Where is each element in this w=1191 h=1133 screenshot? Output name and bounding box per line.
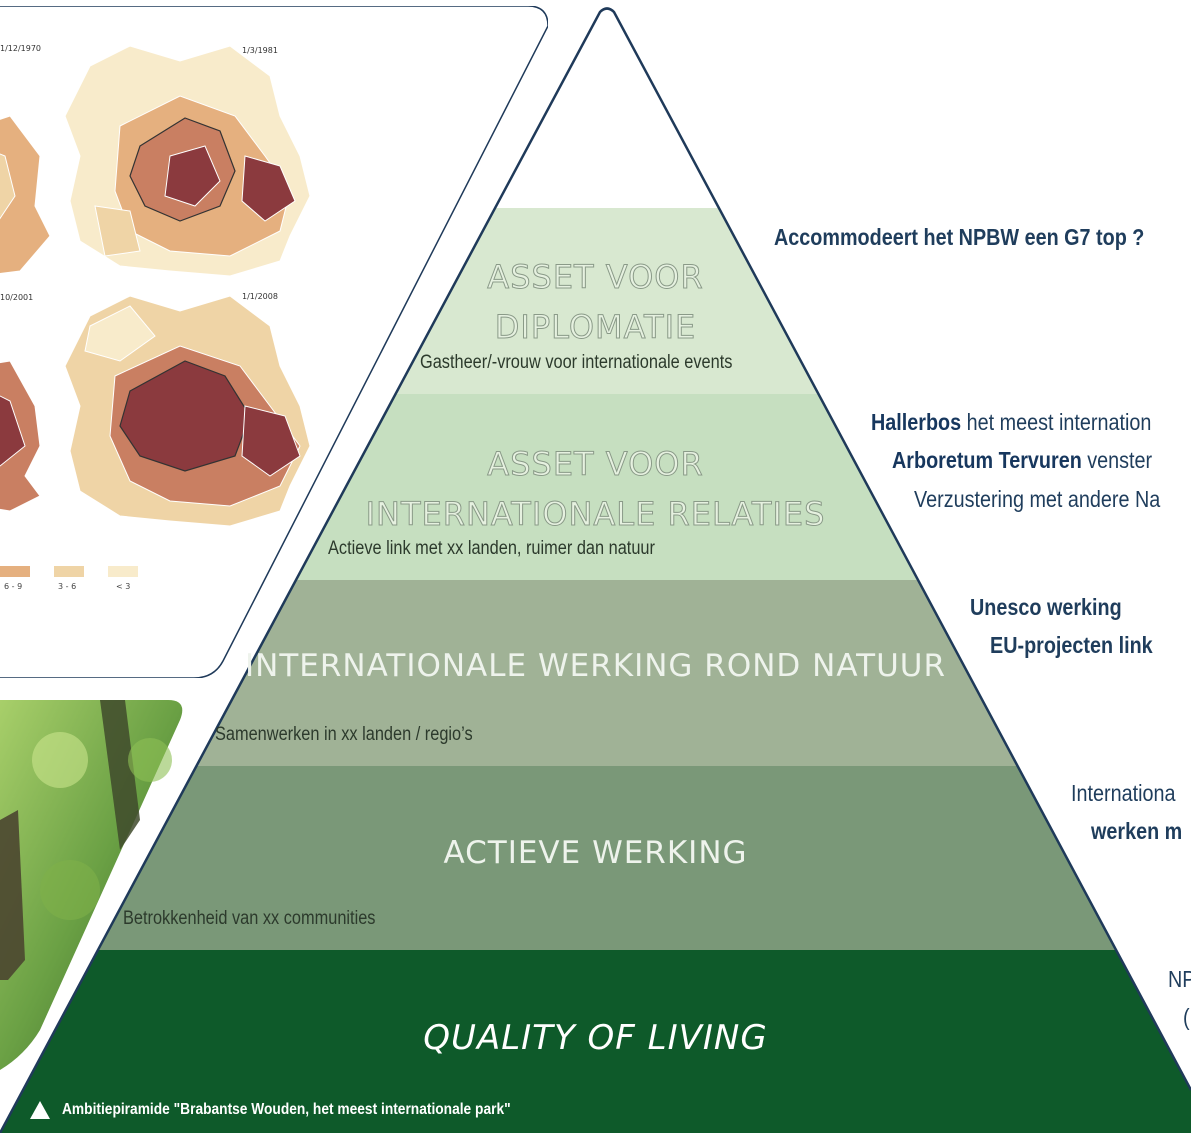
map-2008 [64,295,311,527]
side-text-np: NP [1168,966,1191,992]
side-text-arboretum: Arboretum Tervuren venster [892,447,1152,474]
legend-label-lt3: < 3 [116,582,131,591]
maps-panel-frame [0,6,548,678]
side-text-internationaal: Internationa [1071,780,1176,806]
forest-photo [0,700,183,1070]
side-text-hallerbos: Hallerbos het meest internation [871,409,1151,436]
legend-label-3-6: 3 - 6 [58,582,77,591]
map-date-2008: 1/1/2008 [242,292,278,301]
tier3-subtitle: Samenwerken in xx landen / regio’s [215,724,473,745]
map-date-2001: 10/2001 [0,293,34,302]
map-1970 [0,115,51,275]
tier1-title-line2: DIPLOMATIE [494,308,697,347]
tier2-subtitle: Actieve link met xx landen, ruimer dan n… [328,538,655,559]
tier2-title-line1: ASSET VOOR [487,445,704,484]
pyramid-apex [0,8,1191,208]
tier1-subtitle: Gastheer/-vrouw voor internationale even… [420,352,733,373]
tier1-title-line1: ASSET VOOR [487,258,704,297]
tier4-subtitle: Betrokkenheid van xx communities [123,908,376,929]
tier4-title: ACTIEVE WERKING [443,835,748,871]
maps-panel: 1/12/1970 1/3/1981 10/2001 1/1/2008 6 - … [0,6,548,678]
side-text-werken: werken m [1091,818,1183,844]
map-date-1981: 1/3/1981 [242,46,278,55]
side-text-verzustering: Verzustering met andere Na [914,486,1161,512]
side-text-hallerbos-rest: het meest internation [961,409,1152,435]
side-text-arboretum-rest: venster [1081,447,1153,473]
tier-actieve-werking [0,766,1191,950]
side-text-hallerbos-bold: Hallerbos [871,409,962,435]
map-date-1970: 1/12/1970 [0,44,42,53]
map-1981 [64,45,311,277]
side-text-paren: ( [1183,1004,1190,1030]
tier2-title-line2: INTERNATIONALE RELATIES [365,495,826,534]
legend-swatch-3-6 [54,566,84,577]
side-text-eu-projecten: EU-projecten link [990,632,1153,658]
side-text-arboretum-bold: Arboretum Tervuren [892,447,1082,473]
legend-swatch-6-9 [0,566,30,577]
tier-quality-of-living [0,950,1191,1133]
map-2001 [0,360,41,512]
legend-swatch-lt3 [108,566,138,577]
side-text-unesco: Unesco werking [970,594,1122,620]
triangle-icon [30,1101,50,1119]
legend-label-6-9: 6 - 9 [4,582,23,591]
figure-caption: Ambitiepiramide "Brabantse Wouden, het m… [62,1101,511,1118]
side-text-g7: Accommodeert het NPBW een G7 top ? [774,224,1145,250]
tier3-title: INTERNATIONALE WERKING ROND NATUUR [245,648,946,684]
tier5-title: QUALITY OF LIVING [423,1018,768,1058]
